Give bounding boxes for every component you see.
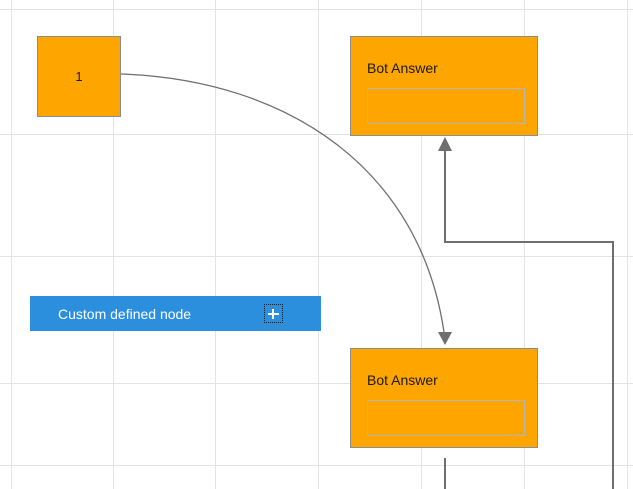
node-bot-answer-title: Bot Answer [367,372,438,388]
node-bot-answer-bottom[interactable]: Bot Answer [350,348,538,448]
node-simple-1[interactable]: 1 [37,36,121,117]
plus-icon[interactable] [264,304,283,323]
custom-defined-node-label: Custom defined node [58,305,192,322]
custom-defined-node-button[interactable]: Custom defined node [30,296,321,331]
node-bot-answer-title: Bot Answer [367,60,438,76]
node-bot-answer-top[interactable]: Bot Answer [350,36,538,136]
edge-curved-arrowhead-icon [438,332,452,345]
edge-orthogonal-arrowhead-icon [438,137,452,151]
edge-orthogonal-path[interactable] [444,151,614,489]
node-simple-label: 1 [75,69,83,84]
node-bot-answer-field[interactable] [367,400,525,436]
edge-curved-path[interactable] [120,73,445,333]
node-bot-answer-field[interactable] [367,88,525,124]
